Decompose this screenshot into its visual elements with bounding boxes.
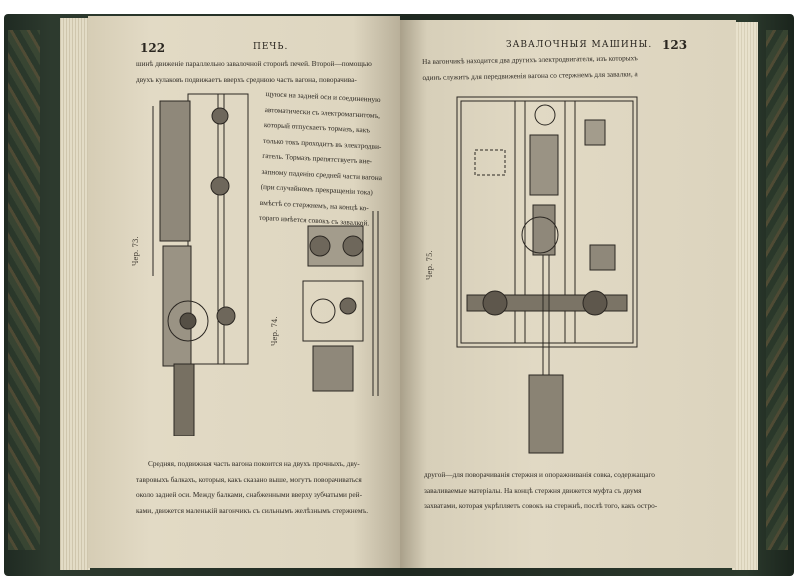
text-line: другой—для поворачиванiя стержня и опора… [424,470,655,479]
figure-75-drawing [456,96,638,454]
text-line: тавровыхъ балкахъ, которыя, какъ сказано… [136,474,362,484]
running-head: ПЕЧЬ. [253,42,289,52]
figure-74-drawing [302,211,379,396]
page-number: 123 [662,38,688,52]
figure-73-drawing [152,93,249,436]
paragraph: Средняя, подвижная часть вагона покоится… [136,456,368,518]
left-page: 122 ПЕЧЬ. шинѣ движенiе параллельно зава… [88,16,400,568]
paragraph: шинѣ движенiе параллельно завалочной сто… [136,56,372,87]
figure-caption: Чер. 75. [426,250,434,280]
paragraph: На вагончикѣ находится два другихъ элект… [422,50,638,85]
paragraph: другой—для поворачиванiя стержня и опора… [424,467,657,514]
figure-caption: Чер. 73. [132,236,140,266]
marbled-edge-right [766,30,788,550]
text-line: Средняя, подвижная часть вагона покоится… [148,459,360,468]
page-edges-right [732,22,758,570]
text-line: около задней оси. Между балками, снабжен… [136,490,363,499]
running-head: ЗАВАЛОЧНЫЯ МАШИНЫ. [506,40,653,50]
page-number: 122 [140,41,166,55]
marbled-edge-left [8,30,40,550]
text-line: двухъ кулаковъ подвижаетъ вверхъ среднюю… [136,74,357,84]
text-line: ками, движется маленькiй вагончикъ съ си… [136,505,369,515]
text-line: одинъ служитъ для передвиженiя вагона со… [422,68,638,82]
text-line: заваливаемые матерiалы. На концѣ стержня… [424,485,642,495]
right-page: ЗАВАЛОЧНЫЯ МАШИНЫ. 123 На вагончикѣ нахо… [400,20,736,568]
text-line: захватами, которая укрѣпляетъ совокъ на … [424,501,658,510]
text-line: шинѣ движенiе параллельно завалочной сто… [136,59,372,68]
page-edges-left [60,18,90,570]
figure-caption: Чер. 74. [271,316,279,346]
